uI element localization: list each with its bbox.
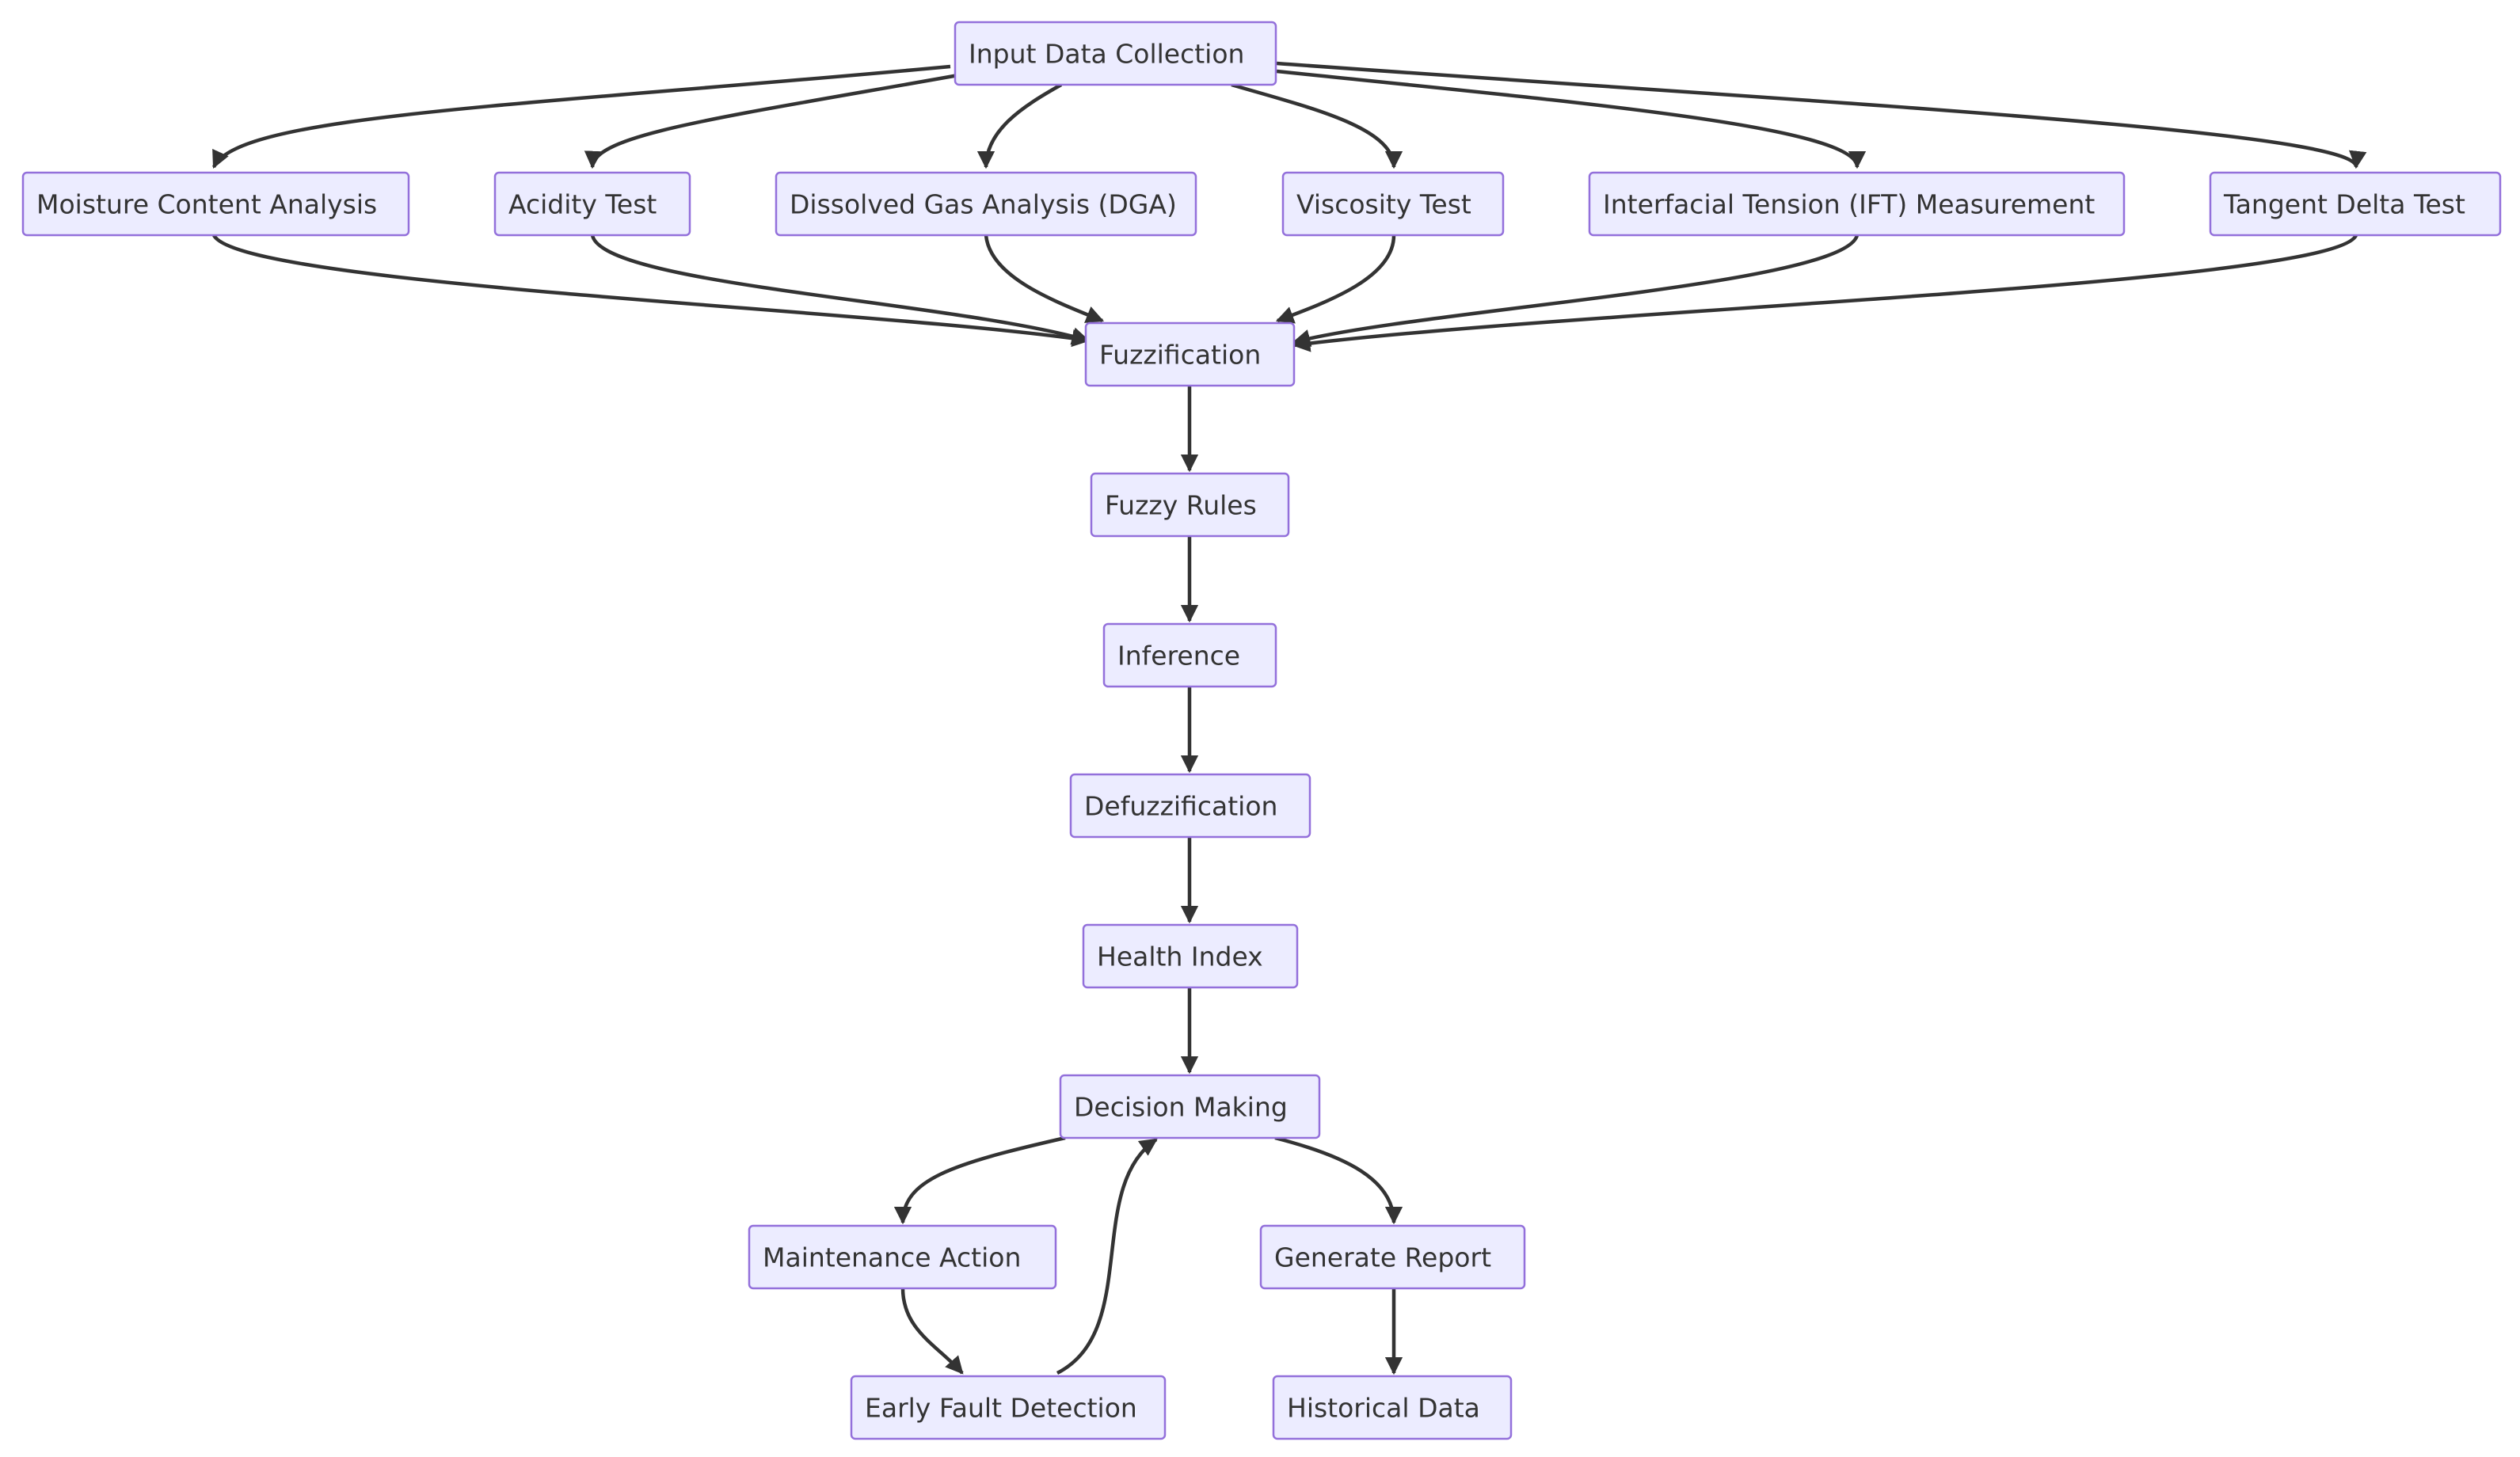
node-label: Health Index	[1097, 942, 1263, 972]
node-label: Viscosity Test	[1296, 189, 1471, 220]
node-label: Acidity Test	[508, 189, 657, 220]
edge-ift-to-fuzzification	[1292, 234, 1860, 347]
node-label: Maintenance Action	[763, 1242, 1021, 1273]
node-label: Defuzzification	[1084, 791, 1277, 822]
node-fuzzification[interactable]: Fuzzification	[1084, 321, 1296, 387]
node-label: Moisture Content Analysis	[36, 189, 377, 220]
node-label: Fuzzy Rules	[1105, 490, 1257, 521]
node-tangent-delta-test[interactable]: Tangent Delta Test	[2209, 171, 2502, 237]
edge-input-to-moisture	[211, 64, 951, 169]
edge-decision-to-report	[1274, 1136, 1403, 1225]
node-moisture-content-analysis[interactable]: Moisture Content Analysis	[21, 171, 410, 237]
edge-tandelta-to-fuzzification	[1292, 234, 2358, 352]
edge-maintenance-to-early	[900, 1288, 964, 1375]
node-label: Input Data Collection	[969, 39, 1244, 70]
node-label: Fuzzification	[1099, 340, 1261, 371]
node-label: Dissolved Gas Analysis (DGA)	[790, 189, 1177, 220]
node-decision-making[interactable]: Decision Making	[1059, 1074, 1321, 1139]
edge-early-to-decision	[1056, 1138, 1158, 1375]
edge-input-to-ift	[1276, 69, 1867, 169]
node-label: Decision Making	[1074, 1092, 1288, 1123]
edge-input-to-tandelta	[1276, 61, 2367, 169]
node-dissolved-gas-analysis[interactable]: Dissolved Gas Analysis (DGA)	[775, 171, 1197, 237]
node-input-data-collection[interactable]: Input Data Collection	[954, 21, 1277, 86]
node-label: Tangent Delta Test	[2223, 189, 2465, 220]
edge-moisture-to-fuzzification	[211, 234, 1091, 348]
node-health-index[interactable]: Health Index	[1082, 923, 1299, 989]
node-label: Generate Report	[1274, 1242, 1491, 1273]
node-acidity-test[interactable]: Acidity Test	[493, 171, 691, 237]
node-early-fault-detection[interactable]: Early Fault Detection	[850, 1375, 1167, 1440]
edge-input-to-acidity	[584, 73, 959, 169]
edge-input-to-dga	[976, 83, 1063, 169]
node-interfacial-tension-measurement[interactable]: Interfacial Tension (IFT) Measurement	[1588, 171, 2126, 237]
node-label: Inference	[1117, 641, 1240, 671]
node-label: Early Fault Detection	[865, 1393, 1137, 1424]
edge-dga-to-fuzzification	[984, 234, 1105, 323]
node-historical-data[interactable]: Historical Data	[1272, 1375, 1513, 1440]
edge-acidity-to-fuzzification	[590, 234, 1091, 345]
node-generate-report[interactable]: Generate Report	[1259, 1224, 1526, 1290]
node-label: Historical Data	[1287, 1393, 1480, 1424]
node-inference[interactable]: Inference	[1102, 622, 1277, 688]
node-fuzzy-rules[interactable]: Fuzzy Rules	[1090, 472, 1290, 538]
edge-input-to-viscosity	[1231, 82, 1403, 169]
node-label: Interfacial Tension (IFT) Measurement	[1603, 189, 2095, 220]
edge-decision-to-maintenance	[893, 1136, 1066, 1225]
node-maintenance-action[interactable]: Maintenance Action	[748, 1224, 1057, 1290]
edge-viscosity-to-fuzzification	[1275, 234, 1396, 324]
node-defuzzification[interactable]: Defuzzification	[1069, 773, 1311, 839]
edges	[211, 61, 2367, 1375]
node-viscosity-test[interactable]: Viscosity Test	[1281, 171, 1505, 237]
